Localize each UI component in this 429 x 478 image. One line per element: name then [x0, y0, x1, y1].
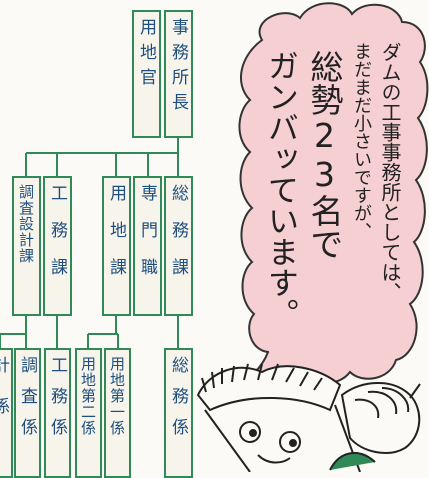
node-soumu: 総務課	[164, 176, 193, 316]
node-label: 用地第二係	[79, 356, 97, 436]
node-label: 専門職	[137, 184, 157, 295]
node-chosa: 調査係	[14, 348, 41, 478]
node-label: 用地官	[136, 18, 156, 93]
node-youchi: 用地課	[102, 176, 131, 316]
bubble-line-3: 総勢23名で	[305, 50, 344, 260]
node-kaikei: 計係	[0, 348, 13, 478]
bubble-line-4: ガンバッています。	[262, 50, 298, 329]
node-label: 工務課	[47, 184, 67, 295]
node-senmon: 専門職	[133, 176, 162, 316]
node-youchi1: 用地第一係	[104, 348, 131, 478]
node-label: 総務課	[168, 184, 188, 295]
node-label: 用地課	[106, 184, 126, 295]
node-label: 計係	[0, 356, 9, 438]
node-chosa-sekkei: 調査設計課	[12, 176, 41, 316]
node-youchi2: 用地第二係	[75, 348, 102, 478]
node-label: 調査設計課	[17, 184, 35, 264]
node-label: 用地第一係	[108, 356, 126, 436]
bubble-line-1: ダムの工事事務所としては、	[378, 42, 402, 302]
node-yochikan: 用地官	[132, 10, 161, 138]
node-label: 総務係	[168, 356, 188, 449]
node-koumu: 工務課	[43, 176, 72, 316]
node-label: 事務所長	[168, 18, 188, 118]
node-label: 工務係	[47, 356, 67, 449]
node-shochou: 事務所長	[164, 10, 193, 138]
node-label: 調査係	[17, 356, 37, 449]
node-koumu-kakari: 工務係	[44, 348, 71, 478]
bubble-line-2: まだまだ小さいですが、	[351, 42, 372, 240]
node-soumu-kakari: 総務係	[164, 348, 193, 478]
